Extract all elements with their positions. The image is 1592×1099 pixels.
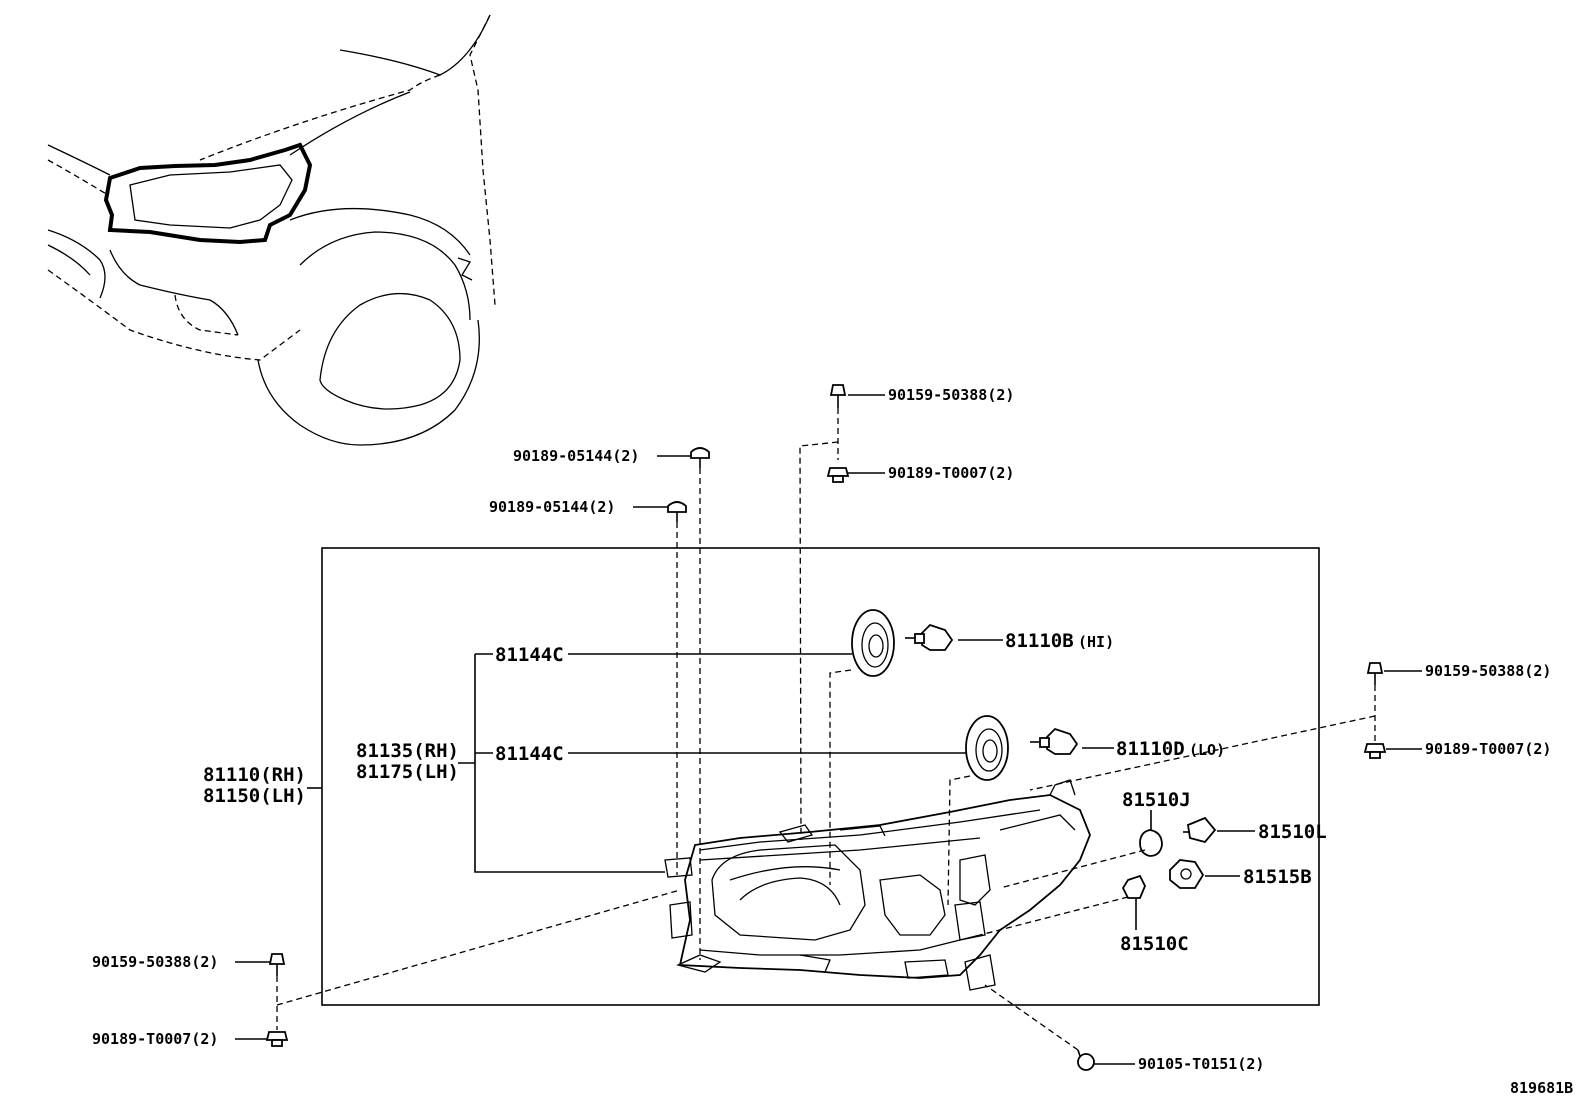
label-81110b: 81110B	[1005, 630, 1074, 652]
nut-right-icon	[1363, 743, 1387, 759]
nut-left-icon	[265, 1031, 289, 1047]
bolt-left-icon	[268, 953, 286, 976]
socket-81515B-icon	[1169, 859, 1205, 889]
clip-05144-a-icon	[690, 447, 710, 468]
headlamp-unit-drawing	[664, 779, 1091, 991]
bolt-right-icon	[1366, 662, 1384, 685]
wedge-bulb-81510C-icon	[1121, 874, 1146, 899]
label-81175-lh: 81175(LH)	[356, 761, 459, 783]
hi-bulb-icon	[905, 623, 954, 651]
label-81110d-lo: (LO)	[1189, 741, 1225, 759]
wedge-bulb-81510J-icon	[1139, 829, 1163, 857]
label-90189-t0007-top: 90189-T0007(2)	[888, 464, 1014, 482]
label-81515b: 81515B	[1243, 866, 1312, 888]
label-90159-50388-left: 90159-50388(2)	[92, 953, 218, 971]
label-81510j: 81510J	[1122, 789, 1191, 811]
vehicle-front-illustration	[47, 14, 496, 446]
lo-seal-ring	[965, 715, 1009, 781]
label-81510c: 81510C	[1120, 933, 1189, 955]
label-90189-t0007-right: 90189-T0007(2)	[1425, 740, 1551, 758]
label-81110-rh: 81110(RH)	[203, 764, 306, 786]
hi-seal-ring	[851, 609, 895, 677]
label-90159-50388-right: 90159-50388(2)	[1425, 662, 1551, 680]
lo-bulb-icon	[1030, 727, 1079, 755]
nut-top-icon	[826, 467, 850, 483]
screw-90105-icon	[1077, 1049, 1095, 1071]
label-81135-rh: 81135(RH)	[356, 740, 459, 762]
bolt-top-icon	[829, 384, 847, 408]
socket-81510L-icon	[1183, 816, 1217, 844]
label-81110d: 81110D	[1116, 738, 1185, 760]
label-81110b-hi: (HI)	[1078, 633, 1114, 651]
clip-05144-b-icon	[667, 501, 687, 522]
assembly-box	[321, 547, 1320, 1006]
label-81144c-lower: 81144C	[495, 743, 564, 765]
label-90105-t0151: 90105-T0151(2)	[1138, 1055, 1264, 1073]
label-90189-t0007-left: 90189-T0007(2)	[92, 1030, 218, 1048]
label-81510l: 81510L	[1258, 821, 1327, 843]
label-90159-50388-top: 90159-50388(2)	[888, 386, 1014, 404]
label-81144c-upper: 81144C	[495, 644, 564, 666]
label-90189-05144-a: 90189-05144(2)	[513, 447, 639, 465]
label-81150-lh: 81150(LH)	[203, 785, 306, 807]
label-90189-05144-b: 90189-05144(2)	[489, 498, 615, 516]
diagram-id: 819681B	[1510, 1079, 1573, 1097]
